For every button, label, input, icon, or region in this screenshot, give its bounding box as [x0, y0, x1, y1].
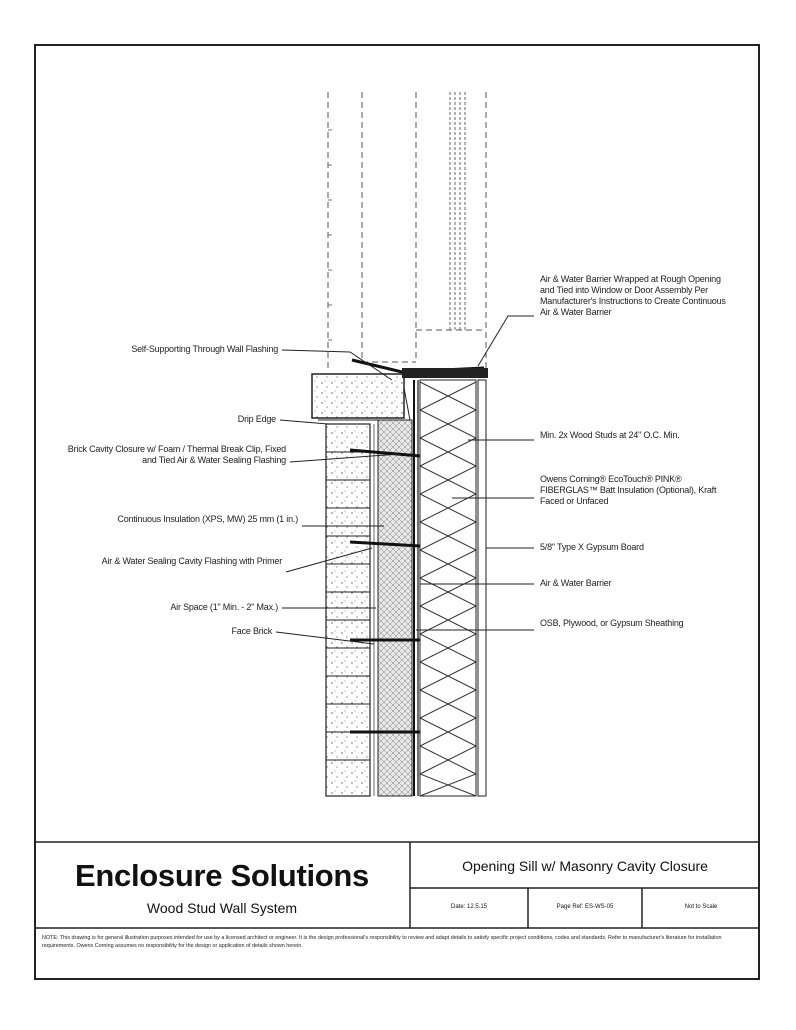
label-air-space: Air Space (1" Min. - 2" Max.) [170, 602, 278, 612]
label-gypsum-board: 5/8" Type X Gypsum Board [540, 542, 644, 552]
brick-ties [349, 448, 421, 734]
sill-plate [402, 368, 488, 378]
label-drip-edge: Drip Edge [237, 414, 276, 424]
company-subtitle: Wood Stud Wall System [146, 900, 298, 916]
title-block-lines [34, 841, 760, 929]
face-brick-wall [325, 423, 371, 797]
window-frame [327, 92, 487, 372]
label-air-water-sealing-flashing: Air & Water Sealing Cavity Flashing with… [101, 556, 283, 566]
gypsum-board [477, 379, 487, 797]
label-air-barrier-wrapped: Air & Water Barrier Wrapped at Rough Ope… [540, 274, 726, 317]
label-continuous-insulation: Continuous Insulation (XPS, MW) 25 mm (1… [117, 514, 298, 524]
company-block: Enclosure Solutions Wood Stud Wall Syste… [36, 850, 408, 928]
page-ref-cell: Page Ref: ES-WS-05 [556, 904, 614, 910]
company-name: Enclosure Solutions [74, 858, 369, 893]
continuous-insulation [377, 419, 413, 797]
label-studs: Min. 2x Wood Studs at 24" O.C. Min. [540, 430, 680, 440]
disclaimer-note: NOTE: This drawing is for general illust… [42, 935, 722, 949]
scale-cell: Not to Scale [684, 904, 718, 910]
label-air-barrier: Air & Water Barrier [540, 578, 612, 588]
label-face-brick: Face Brick [231, 626, 272, 636]
leader-lines [275, 315, 534, 645]
label-sheathing: OSB, Plywood, or Gypsum Sheathing [540, 618, 684, 628]
label-brick-cavity-closure: Brick Cavity Closure w/ Foam / Thermal B… [67, 444, 286, 465]
date-cell: Date: 12.5.15 [450, 904, 488, 910]
drawing-sheet-border [34, 44, 760, 980]
label-self-supporting-flashing: Self-Supporting Through Wall Flashing [131, 344, 278, 354]
label-batt-insulation: Owens Corning® EcoTouch® PINK® FIBERGLAS… [540, 474, 717, 506]
sheet-title: Opening Sill w/ Masonry Cavity Closure [462, 858, 708, 874]
batt-insulation [418, 379, 478, 797]
stone-sill [311, 373, 405, 419]
